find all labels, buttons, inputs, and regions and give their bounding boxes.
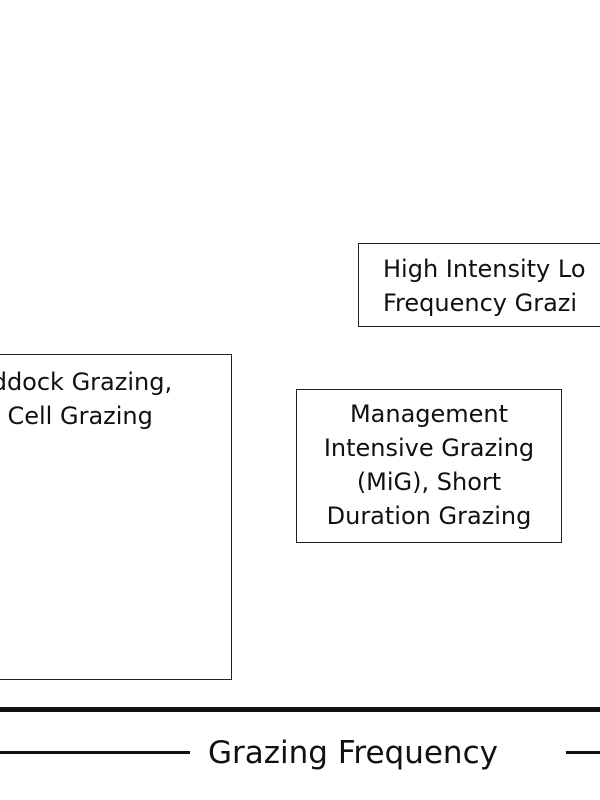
high-intensity-line-2: Frequency Grazi xyxy=(383,289,578,317)
high-intensity-label: High Intensity Lo Frequency Grazi xyxy=(383,252,586,320)
mig-line-4: Duration Grazing xyxy=(326,502,532,530)
mig-line-3: (MiG), Short xyxy=(356,468,502,496)
frequency-arrow-line-right xyxy=(566,751,600,754)
paddock-line-1: addock Grazing, xyxy=(0,368,173,396)
paddock-line-2: g, Cell Grazing xyxy=(0,402,153,430)
high-intensity-low-frequency-box: High Intensity Lo Frequency Grazi xyxy=(358,243,600,327)
frequency-arrow-line-left xyxy=(0,751,190,754)
mig-line-1: Management xyxy=(349,400,509,428)
mig-line-2: Intensive Grazing xyxy=(323,434,535,462)
paddock-cell-grazing-box: addock Grazing, g, Cell Grazing xyxy=(0,354,232,680)
x-axis-line xyxy=(0,707,600,712)
x-axis-label: Grazing Frequency xyxy=(208,735,498,771)
mig-label: Management Intensive Grazing (MiG), Shor… xyxy=(297,397,561,533)
high-intensity-line-1: High Intensity Lo xyxy=(383,255,586,283)
paddock-grazing-label: addock Grazing, g, Cell Grazing xyxy=(0,365,172,433)
management-intensive-grazing-box: Management Intensive Grazing (MiG), Shor… xyxy=(296,389,562,543)
